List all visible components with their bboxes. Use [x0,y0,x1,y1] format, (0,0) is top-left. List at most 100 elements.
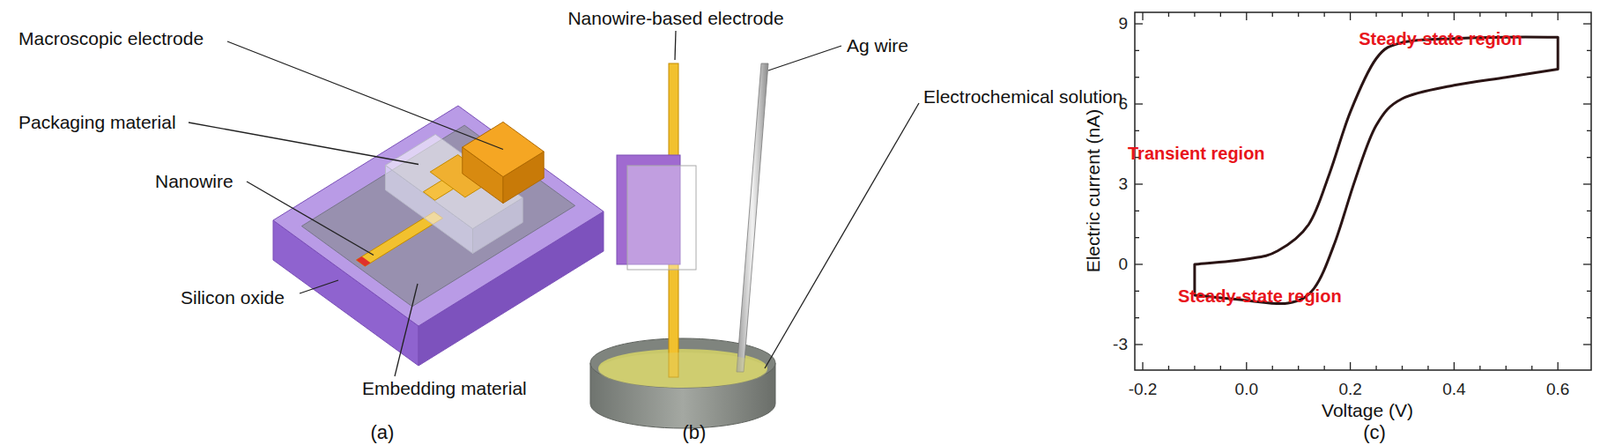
axis-title: Voltage (V) [1321,400,1414,421]
leader-line [674,30,676,60]
region-annotation: Steady-state region [1177,286,1342,306]
x-tick [1479,12,1481,17]
y-tick [1134,290,1140,292]
x-tick [1401,365,1403,371]
tick-label: 0 [1118,255,1128,275]
y-tick [1583,22,1592,24]
x-tick [1375,12,1377,17]
tick-label: 6 [1118,95,1128,114]
y-tick [1586,156,1592,158]
x-tick [1272,365,1274,371]
y-tick [1134,317,1140,319]
part-label: Ag wire [846,35,909,56]
panel-label: (c) [1362,422,1386,444]
x-tick [1141,12,1143,21]
region-annotation: Transient region [1127,143,1266,163]
x-tick [1479,365,1481,371]
x-tick [1324,12,1326,17]
plot-frame [1134,12,1592,371]
y-tick [1586,50,1592,52]
region-annotation: Steady-state region [1358,29,1523,49]
setup-drawing [590,30,919,429]
x-tick [1297,365,1299,371]
x-tick [1245,362,1247,371]
y-tick [1134,343,1143,345]
y-tick [1586,130,1592,132]
x-tick [1505,12,1507,17]
x-tick [1557,362,1559,371]
y-tick [1134,263,1143,265]
part-label: Nanowire-based electrode [567,7,784,29]
x-tick [1168,365,1170,371]
y-tick [1583,263,1592,265]
y-tick [1586,237,1592,238]
y-tick [1134,103,1143,104]
tick-label: 0.4 [1442,380,1466,400]
x-tick [1193,12,1195,17]
x-tick [1531,12,1533,17]
tick-label: 0.6 [1546,380,1570,400]
leader-line [227,41,504,150]
leader-line [768,45,842,71]
panel-label: (a) [370,422,395,444]
y-tick [1583,343,1592,345]
y-tick [1586,290,1592,292]
solution-overlay [598,352,768,388]
tick-label: 9 [1118,14,1128,34]
x-tick [1427,12,1429,17]
ag-wire [736,63,769,372]
axis-title: Electric current (nA) [1082,109,1104,274]
part-label: Packaging material [18,111,177,133]
x-tick [1220,12,1222,17]
x-tick [1324,365,1326,371]
leader-line [246,181,374,256]
x-tick [1505,365,1507,371]
panel-label: (b) [682,422,707,444]
y-tick [1583,103,1592,104]
y-tick [1134,76,1140,78]
leader-line [394,283,418,377]
silicon-oxide-slab-top [273,105,604,326]
part-label: Silicon oxide [180,287,285,308]
y-tick [1134,183,1143,185]
y-tick [1586,76,1592,78]
x-tick [1557,12,1559,21]
x-tick [1531,365,1533,371]
tick-label: -0.2 [1128,380,1158,400]
y-tick [1134,237,1140,238]
beaker-rim [590,338,776,388]
device-drawing [188,41,604,377]
x-tick [1453,362,1455,371]
y-tick [1586,210,1592,212]
y-tick [1134,50,1140,52]
tick-label: -3 [1112,335,1128,355]
x-tick [1401,12,1403,17]
part-label: Embedding material [362,377,527,399]
x-tick [1141,362,1143,371]
tick-label: 0.0 [1235,380,1259,400]
nanowire-tip [355,256,371,267]
x-tick [1297,12,1299,17]
tick-label: 3 [1118,175,1128,194]
part-label: Electrochemical solution [923,86,1123,107]
y-tick [1134,130,1140,132]
x-tick [1272,12,1274,17]
y-tick [1134,210,1140,212]
y-tick [1134,22,1143,24]
leader-line [299,280,339,294]
x-tick [1349,362,1351,371]
x-tick [1427,365,1429,371]
x-tick [1349,12,1351,21]
leader-line [764,103,919,369]
x-tick [1245,12,1247,21]
x-tick [1168,12,1170,17]
y-tick [1583,183,1592,185]
packaging-cover [627,165,697,270]
cv-chart [1134,12,1592,371]
x-tick [1375,365,1377,371]
part-label: Nanowire [155,170,234,192]
tick-label: 0.2 [1338,380,1362,400]
x-tick [1193,365,1195,371]
